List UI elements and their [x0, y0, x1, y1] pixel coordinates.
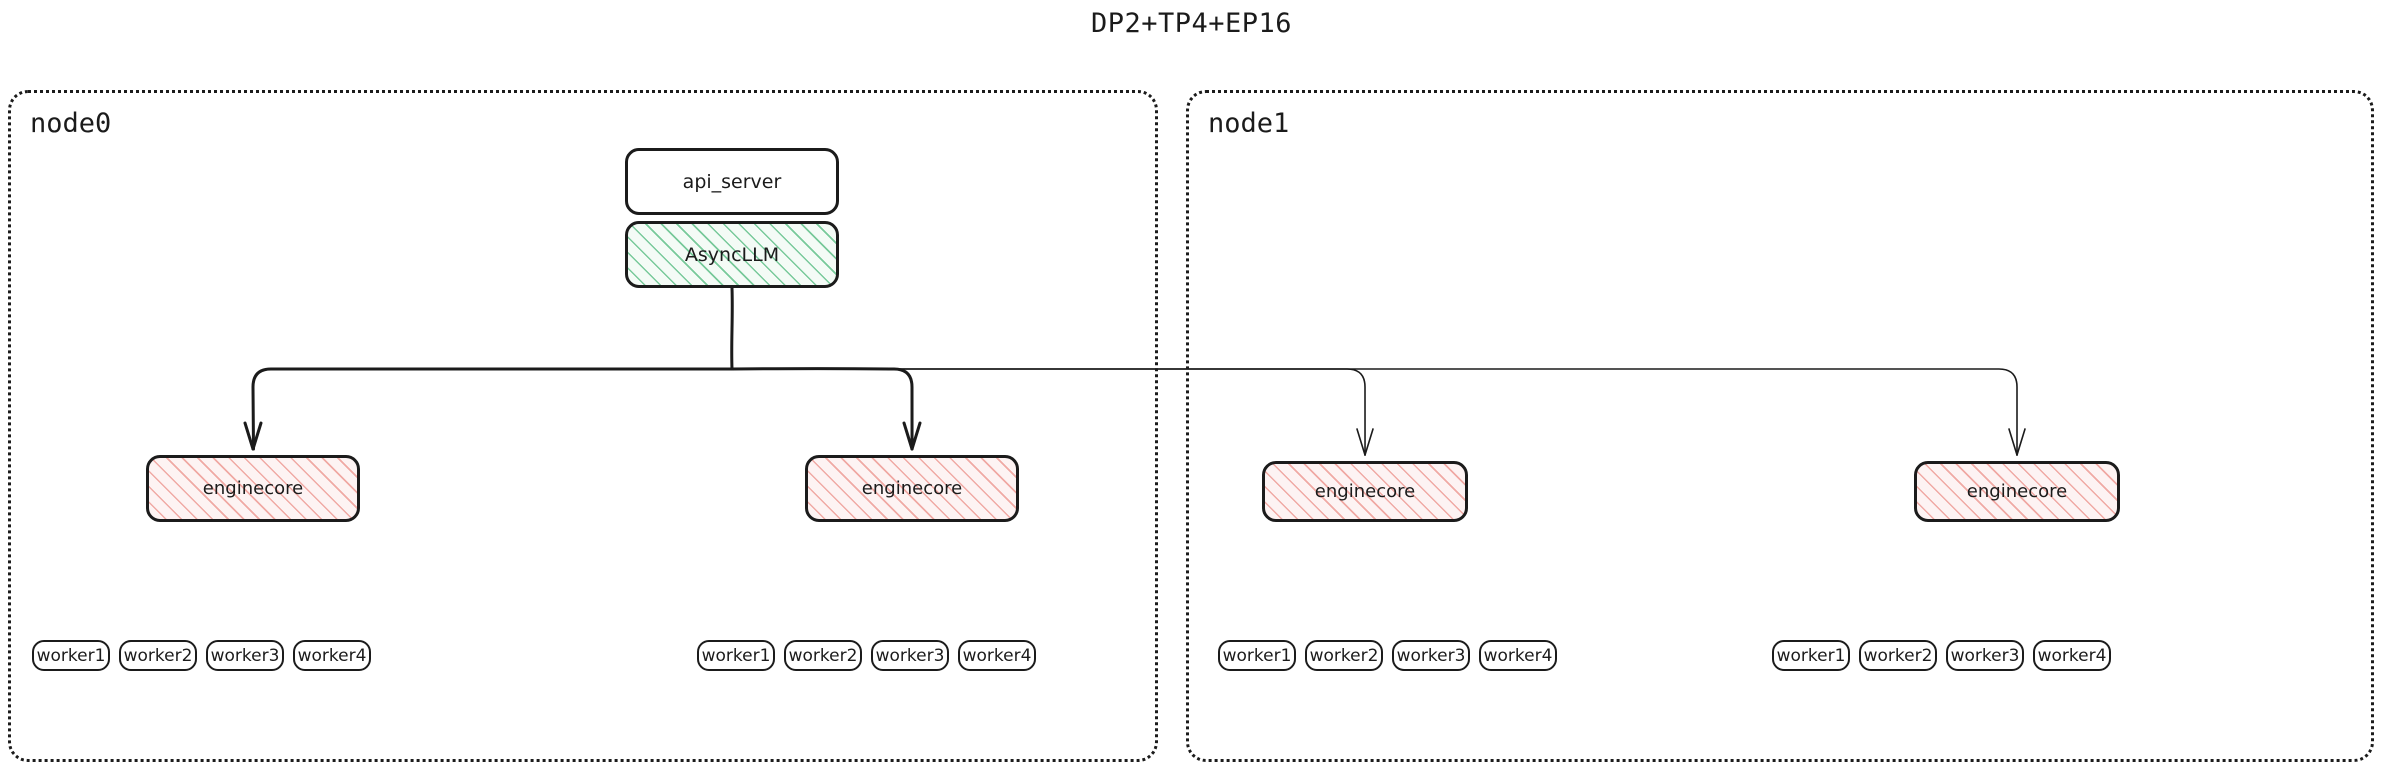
diagram-title: DP2+TP4+EP16 — [0, 8, 2383, 39]
worker-label: worker1 — [1223, 646, 1292, 666]
worker-box[interactable]: worker3 — [1392, 640, 1470, 671]
enginecore-0-box[interactable]: enginecore — [146, 455, 360, 522]
worker-label: worker1 — [1777, 646, 1846, 666]
api_server-box[interactable]: api_server — [625, 148, 839, 215]
node-label: node0 — [30, 108, 111, 139]
worker-label: worker3 — [876, 646, 945, 666]
worker-box[interactable]: worker3 — [871, 640, 949, 671]
worker-label: worker3 — [1951, 646, 2020, 666]
worker-label: worker4 — [2038, 646, 2107, 666]
worker-box[interactable]: worker4 — [958, 640, 1036, 671]
enginecore-1-label: enginecore — [862, 478, 962, 499]
worker-box[interactable]: worker2 — [119, 640, 197, 671]
worker-box[interactable]: worker1 — [1772, 640, 1850, 671]
worker-box[interactable]: worker4 — [2033, 640, 2111, 671]
worker-label: worker1 — [702, 646, 771, 666]
worker-box[interactable]: worker1 — [1218, 640, 1296, 671]
worker-box[interactable]: worker2 — [1859, 640, 1937, 671]
enginecore-3-box[interactable]: enginecore — [1914, 461, 2120, 522]
worker-label: worker2 — [789, 646, 858, 666]
worker-box[interactable]: worker3 — [1946, 640, 2024, 671]
worker-label: worker4 — [1484, 646, 1553, 666]
worker-label: worker3 — [211, 646, 280, 666]
worker-label: worker3 — [1397, 646, 1466, 666]
enginecore-0-label: enginecore — [203, 478, 303, 499]
async_llm-label: AsyncLLM — [685, 244, 779, 266]
worker-box[interactable]: worker2 — [784, 640, 862, 671]
worker-label: worker4 — [298, 646, 367, 666]
worker-box[interactable]: worker4 — [1479, 640, 1557, 671]
worker-box[interactable]: worker2 — [1305, 640, 1383, 671]
enginecore-2-box[interactable]: enginecore — [1262, 461, 1468, 522]
worker-label: worker2 — [1864, 646, 1933, 666]
worker-label: worker4 — [963, 646, 1032, 666]
worker-box[interactable]: worker1 — [32, 640, 110, 671]
worker-box[interactable]: worker1 — [697, 640, 775, 671]
enginecore-3-label: enginecore — [1967, 481, 2067, 502]
api_server-label: api_server — [683, 171, 782, 193]
node-label: node1 — [1208, 108, 1289, 139]
worker-box[interactable]: worker3 — [206, 640, 284, 671]
worker-label: worker2 — [124, 646, 193, 666]
worker-label: worker1 — [37, 646, 106, 666]
worker-label: worker2 — [1310, 646, 1379, 666]
enginecore-1-box[interactable]: enginecore — [805, 455, 1019, 522]
worker-box[interactable]: worker4 — [293, 640, 371, 671]
async_llm-box[interactable]: AsyncLLM — [625, 221, 839, 288]
enginecore-2-label: enginecore — [1315, 481, 1415, 502]
